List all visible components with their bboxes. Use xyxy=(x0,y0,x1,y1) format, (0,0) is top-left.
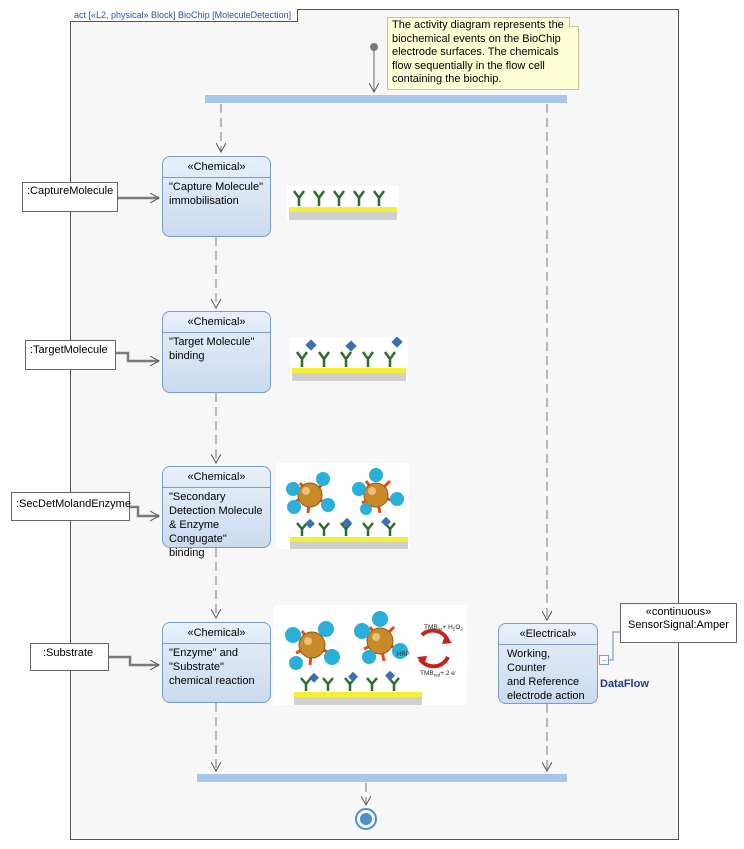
substrate-base xyxy=(292,373,406,381)
action-electrical[interactable]: «Electrical» Working, Counter and Refere… xyxy=(498,623,598,704)
separator xyxy=(163,177,270,178)
antibody-group xyxy=(300,677,400,691)
action-capture-molecule[interactable]: «Chemical» "Capture Molecule" immobilisa… xyxy=(162,156,271,237)
fork-bar[interactable] xyxy=(205,95,567,103)
final-node-outer xyxy=(355,808,377,830)
pin-substrate[interactable]: :Substrate xyxy=(30,643,109,671)
stereotype-label: «Chemical» xyxy=(187,627,246,639)
comment-note: The activity diagram represents the bioc… xyxy=(387,17,579,90)
conjugate-bead-right xyxy=(354,611,408,664)
stereotype-label: «Electrical» xyxy=(519,628,577,640)
action-label: "Secondary Detection Molecule & Enzyme C… xyxy=(169,491,263,559)
stereotype-label: «Chemical» xyxy=(187,316,246,328)
electrode-surface xyxy=(292,368,406,373)
dataflow-label: DataFlow xyxy=(600,678,649,690)
separator xyxy=(163,643,270,644)
separator xyxy=(499,644,597,645)
antigen-group xyxy=(305,337,403,352)
conjugate-bead-left xyxy=(285,621,340,670)
action-enzyme-substrate[interactable]: «Chemical» "Enzyme" and "Substrate" chem… xyxy=(162,622,271,703)
join-bar[interactable] xyxy=(197,774,567,782)
action-label: "Capture Molecule" immobilisation xyxy=(169,181,264,207)
action-label: Working, Counter and Reference electrode… xyxy=(507,648,585,702)
pin-label: SensorSignal:Amper xyxy=(628,619,729,631)
hrp-label: HRP xyxy=(397,652,410,658)
conjugate-bead-left xyxy=(286,472,335,514)
svg-text:TMBred+ 2 e-: TMBred+ 2 e- xyxy=(420,669,457,678)
frame-title: act [«L2, physical» Block] BioChip [Mole… xyxy=(70,9,299,22)
antibody-group xyxy=(295,351,397,367)
electrode-surface xyxy=(294,692,422,697)
electrode-surface xyxy=(289,207,397,212)
stereotype-label: «Chemical» xyxy=(187,161,246,173)
capture-molecule-illustration xyxy=(287,186,399,220)
electrode-surface xyxy=(290,537,408,542)
output-pin-square[interactable]: → xyxy=(599,655,609,665)
action-label: "Target Molecule" binding xyxy=(169,336,255,362)
enzyme-reaction-illustration: HRP TMBox+ H2O2 TMBred+ 2 e- xyxy=(274,605,467,705)
target-binding-illustration xyxy=(290,337,408,381)
final-node-inner xyxy=(360,813,372,825)
tmb-red: TMB xyxy=(420,670,434,677)
objflow-substrate xyxy=(109,655,159,665)
action-secondary-detection[interactable]: «Chemical» "Secondary Detection Molecule… xyxy=(162,466,271,559)
tmb-ox: TMB xyxy=(424,624,438,631)
substrate-base xyxy=(290,542,408,549)
pin-stereotype: «continuous» xyxy=(645,606,712,618)
separator xyxy=(163,487,270,488)
svg-text:TMBox+ H2O2: TMBox+ H2O2 xyxy=(424,624,463,632)
secondary-detection-illustration xyxy=(276,463,410,549)
action-target-molecule[interactable]: «Chemical» "Target Molecule" binding xyxy=(162,311,271,393)
separator xyxy=(163,332,270,333)
objflow-secdet xyxy=(130,505,159,516)
objflow-target xyxy=(116,351,159,361)
pin-capture-molecule[interactable]: :CaptureMolecule xyxy=(22,182,118,212)
substrate-base xyxy=(289,212,397,220)
objflow-output xyxy=(609,631,620,661)
conjugate-bead-right xyxy=(352,468,404,515)
antibody-group xyxy=(292,190,386,206)
stereotype-label: «Chemical» xyxy=(187,471,246,483)
action-label: "Enzyme" and "Substrate" chemical reacti… xyxy=(169,647,255,687)
pin-secdet-enzyme[interactable]: :SecDetMolandEnzyme xyxy=(11,492,131,521)
initial-node xyxy=(370,43,378,51)
pin-target-molecule[interactable]: :TargetMolecule xyxy=(25,340,116,370)
substrate-base xyxy=(294,697,422,705)
pin-sensor-signal[interactable]: «continuous» SensorSignal:Amper xyxy=(620,603,737,643)
